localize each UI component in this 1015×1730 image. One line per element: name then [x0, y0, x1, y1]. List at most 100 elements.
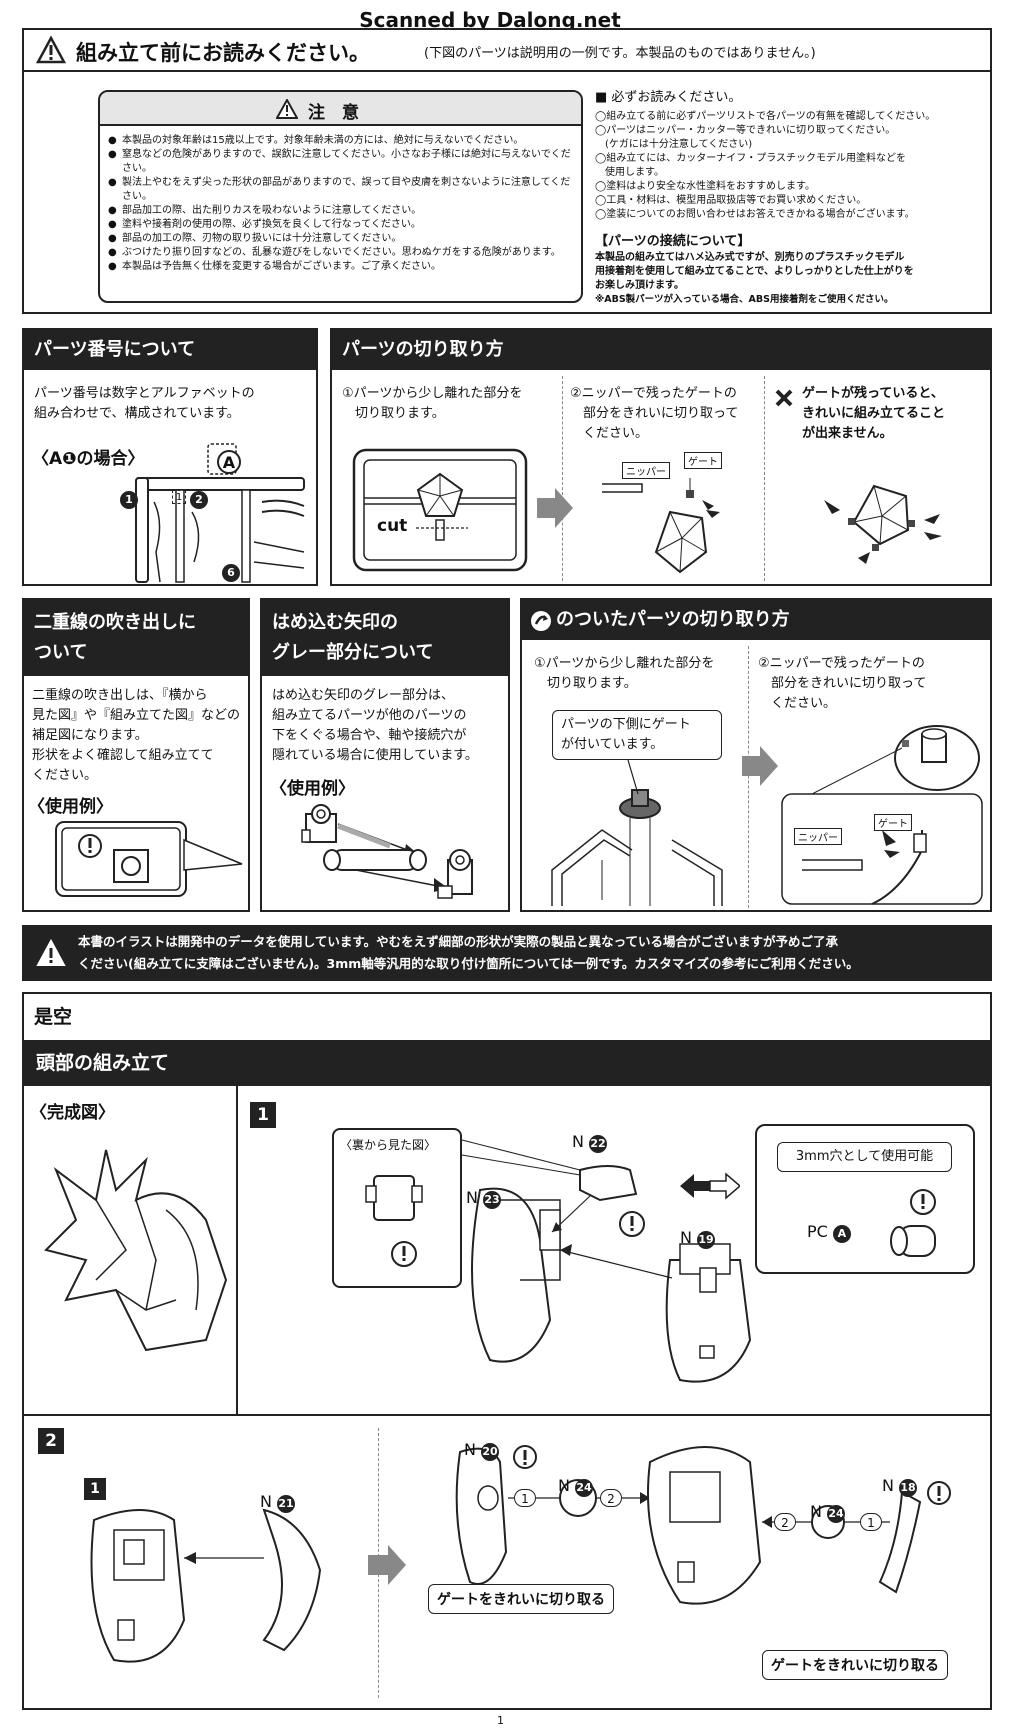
gray-arrow-example: 〈使用例〉: [270, 779, 355, 799]
attention-icon: [927, 1481, 951, 1505]
caution-box: 注 意 ●本製品の対象年齢は15歳以上です。対象年齢未満の方には、絶対に与えない…: [98, 90, 583, 303]
double-line-title-line: 二重線の吹き出しに: [34, 612, 196, 633]
must-read-item: (ケガには十分注意してください): [595, 139, 753, 150]
warning-icon: [36, 939, 66, 966]
special-cut-header: のついたパーツの切り取り方: [522, 600, 990, 640]
part-number-example: 〈A❶の場合〉: [32, 449, 145, 469]
cutting-step2-line: 部分をきれいに切り取って: [570, 406, 739, 421]
cutting-step1: ①パーツから少し離れた部分を 切り取ります。: [342, 384, 522, 424]
divider: [764, 376, 765, 581]
illustration-notice: 本書のイラストは開発中のデータを使用しています。やむをえず細部の形状が実際の製品…: [22, 925, 992, 981]
special-cut-panel: のついたパーツの切り取り方 ①パーツから少し離れた部分を 切り取ります。 パーツ…: [520, 598, 992, 912]
connection-line: 用接着剤を使用して組み立てることで、よりしっかりとした仕上がりを: [595, 266, 914, 277]
illustration-notice-line: 本書のイラストは開発中のデータを使用しています。やむをえず細部の形状が実際の製品…: [78, 934, 839, 949]
warning-icon: [276, 99, 298, 119]
double-line-line: ください。: [32, 768, 98, 783]
part-number-panel: パーツ番号について パーツ番号は数字とアルファベットの 組み合わせで、構成されて…: [22, 328, 318, 586]
special-cut-step2-line: ください。: [758, 696, 837, 711]
must-read-list: ◯組み立てる前に必ずパーツリストで各パーツの有無を確認してください。 ◯パーツは…: [595, 110, 985, 222]
special-cut-step2-line: ②ニッパーで残ったゲートの: [758, 656, 925, 671]
attention-icon: [513, 1445, 537, 1469]
part-number-1-small: 1: [172, 490, 186, 504]
gate-label: ゲート: [684, 452, 722, 469]
nipper-label: ニッパー: [794, 828, 842, 845]
cutting-step1-line: 切り取ります。: [342, 406, 445, 421]
illustration-notice-text: 本書のイラストは開発中のデータを使用しています。やむをえず細部の形状が実際の製品…: [78, 931, 988, 975]
arrow-right-icon: [742, 746, 778, 786]
complete-label: 〈完成図〉: [30, 1103, 115, 1123]
special-cut-callout-line: パーツの下側にゲート: [561, 717, 691, 732]
cutting-step3-line: ゲートが残っていると、: [802, 386, 944, 401]
special-cut-step1-line: 切り取ります。: [534, 676, 637, 691]
gray-arrow-title-line: グレー部分について: [272, 642, 434, 663]
must-read-item: ◯塗装についてのお問い合わせはお答えできかねる場合がございます。: [595, 209, 915, 220]
part-number-badge: 23: [483, 1191, 502, 1209]
gate-mark-icon: [531, 611, 551, 631]
divider: [562, 376, 563, 581]
connection-line: お楽しみ頂けます。: [595, 280, 684, 291]
character-name: 是空: [34, 1006, 73, 1028]
special-cut-step1: ①パーツから少し離れた部分を 切り取ります。: [534, 654, 714, 694]
must-read-item: ◯パーツはニッパー・カッター等できれいに切り取ってください。: [595, 125, 896, 136]
caution-item: ●部品の加工の際、刃物の取り扱いには十分注意してください。: [108, 233, 402, 244]
connection-text: 本製品の組み立てはハメ込み式ですが、別売りのプラスチックモデル 用接着剤を使用し…: [595, 251, 985, 293]
special-cut-callout-line: が付いています。: [561, 737, 664, 752]
top-notice: 組み立て前にお読みください。 (下図のパーツは説明用の一例です。本製品のものでは…: [22, 28, 992, 72]
part-number-2: 2: [190, 491, 208, 509]
connection-title: 【パーツの接続について】: [595, 234, 751, 249]
caution-list: ●本製品の対象年齢は15歳以上です。対象年齢未満の方には、絶対に与えないでくださ…: [108, 134, 574, 274]
order-marker-1: 1: [514, 1489, 536, 1507]
part-number-line: 組み合わせで、構成されています。: [34, 406, 240, 421]
caution-item: ●本製品の対象年齢は15歳以上です。対象年齢未満の方には、絶対に与えないでくださ…: [108, 135, 524, 146]
caution-title: 注 意: [308, 103, 359, 123]
order-marker-2: 2: [600, 1489, 622, 1507]
gate-note-1: ゲートをきれいに切り取る: [428, 1584, 614, 1614]
double-line-title-line: ついて: [34, 642, 88, 663]
cutting-step2-line: ください。: [570, 426, 649, 441]
part-label-pc-a: PC A: [807, 1222, 851, 1243]
back-view-box: 〈裏から見た図〉: [332, 1128, 462, 1288]
gray-arrow-text: はめ込む矢印のグレー部分は、 組み立てるパーツが他のパーツの 下をくぐる場合や、…: [272, 686, 507, 766]
step-1-number: 1: [250, 1102, 276, 1128]
part-label-n18: N 18: [882, 1476, 918, 1497]
gray-arrow-line: 組み立てるパーツが他のパーツの: [272, 708, 467, 723]
part-number-badge: A: [832, 1225, 851, 1243]
must-read: ■ 必ずお読みください。 ◯組み立てる前に必ずパーツリストで各パーツの有無を確認…: [595, 88, 985, 306]
part-number-header: パーツ番号について: [24, 330, 316, 370]
must-read-item: 使用します。: [595, 167, 664, 178]
top-notice-title: 組み立て前にお読みください。: [76, 41, 370, 65]
pc-part-box: 3mm穴として使用可能 PC A: [755, 1124, 975, 1274]
double-line-panel: 二重線の吹き出しに ついて 二重線の吹き出しは、『横から 見た図』や『組み立てた…: [22, 598, 250, 912]
double-line-line: 見た図』や『組み立てた図』などの: [32, 708, 241, 723]
caution-item: ●窒息などの危険がありますので、誤飲に注意してください。小さなお子様には絶対に与…: [108, 149, 571, 174]
nipper-gate-illustration: [602, 478, 720, 574]
special-cut-illustration: [551, 760, 723, 906]
arrow-right-icon: [368, 1545, 406, 1585]
part-number-1: 1: [120, 491, 138, 509]
back-view-label: 〈裏から見た図〉: [340, 1138, 437, 1152]
special-cut-step1-line: ①パーツから少し離れた部分を: [534, 656, 715, 671]
double-line-header: 二重線の吹き出しに ついて: [24, 600, 248, 676]
part-number-badge: 19: [697, 1231, 716, 1249]
top-notice-subtitle: (下図のパーツは説明用の一例です。本製品のものではありません。): [424, 46, 816, 61]
gray-arrow-header: はめ込む矢印の グレー部分について: [262, 600, 508, 676]
caution-item: ●本製品は予告無く仕様を変更する場合がございます。ご了承ください。: [108, 261, 441, 272]
part-number-line: パーツ番号は数字とアルファベットの: [34, 386, 255, 401]
completed-head-illustration: [44, 1149, 228, 1352]
part-number-badge: 18: [899, 1479, 918, 1497]
part-label-n23: N 23: [466, 1188, 502, 1209]
must-read-item: ◯塗料はより安全な水性塗料をおすすめします。: [595, 181, 815, 192]
head-section-header: 頭部の組み立て: [24, 1040, 990, 1086]
illustration-notice-line: ください(組み立てに支障はございません)。3mm軸等汎用的な取り付け箇所について…: [78, 956, 859, 971]
double-line-example: 〈使用例〉: [28, 797, 113, 817]
step-2-sub-number: 1: [84, 1478, 106, 1500]
caution-header: [100, 92, 581, 126]
double-line-line: 形状をよく確認して組み立てて: [32, 748, 214, 763]
part-number-text: パーツ番号は数字とアルファベットの 組み合わせで、構成されています。: [34, 384, 309, 424]
cutting-step3: ゲートが残っていると、 きれいに組み立てること が出来ません。: [802, 384, 945, 444]
step-2-number: 2: [38, 1428, 64, 1454]
gray-arrow-line: はめ込む矢印のグレー部分は、: [272, 688, 455, 703]
step1-assembly-illustration: [471, 1165, 752, 1383]
order-marker-3: 2: [774, 1513, 796, 1531]
part-label-n24: N 24: [558, 1476, 594, 1497]
